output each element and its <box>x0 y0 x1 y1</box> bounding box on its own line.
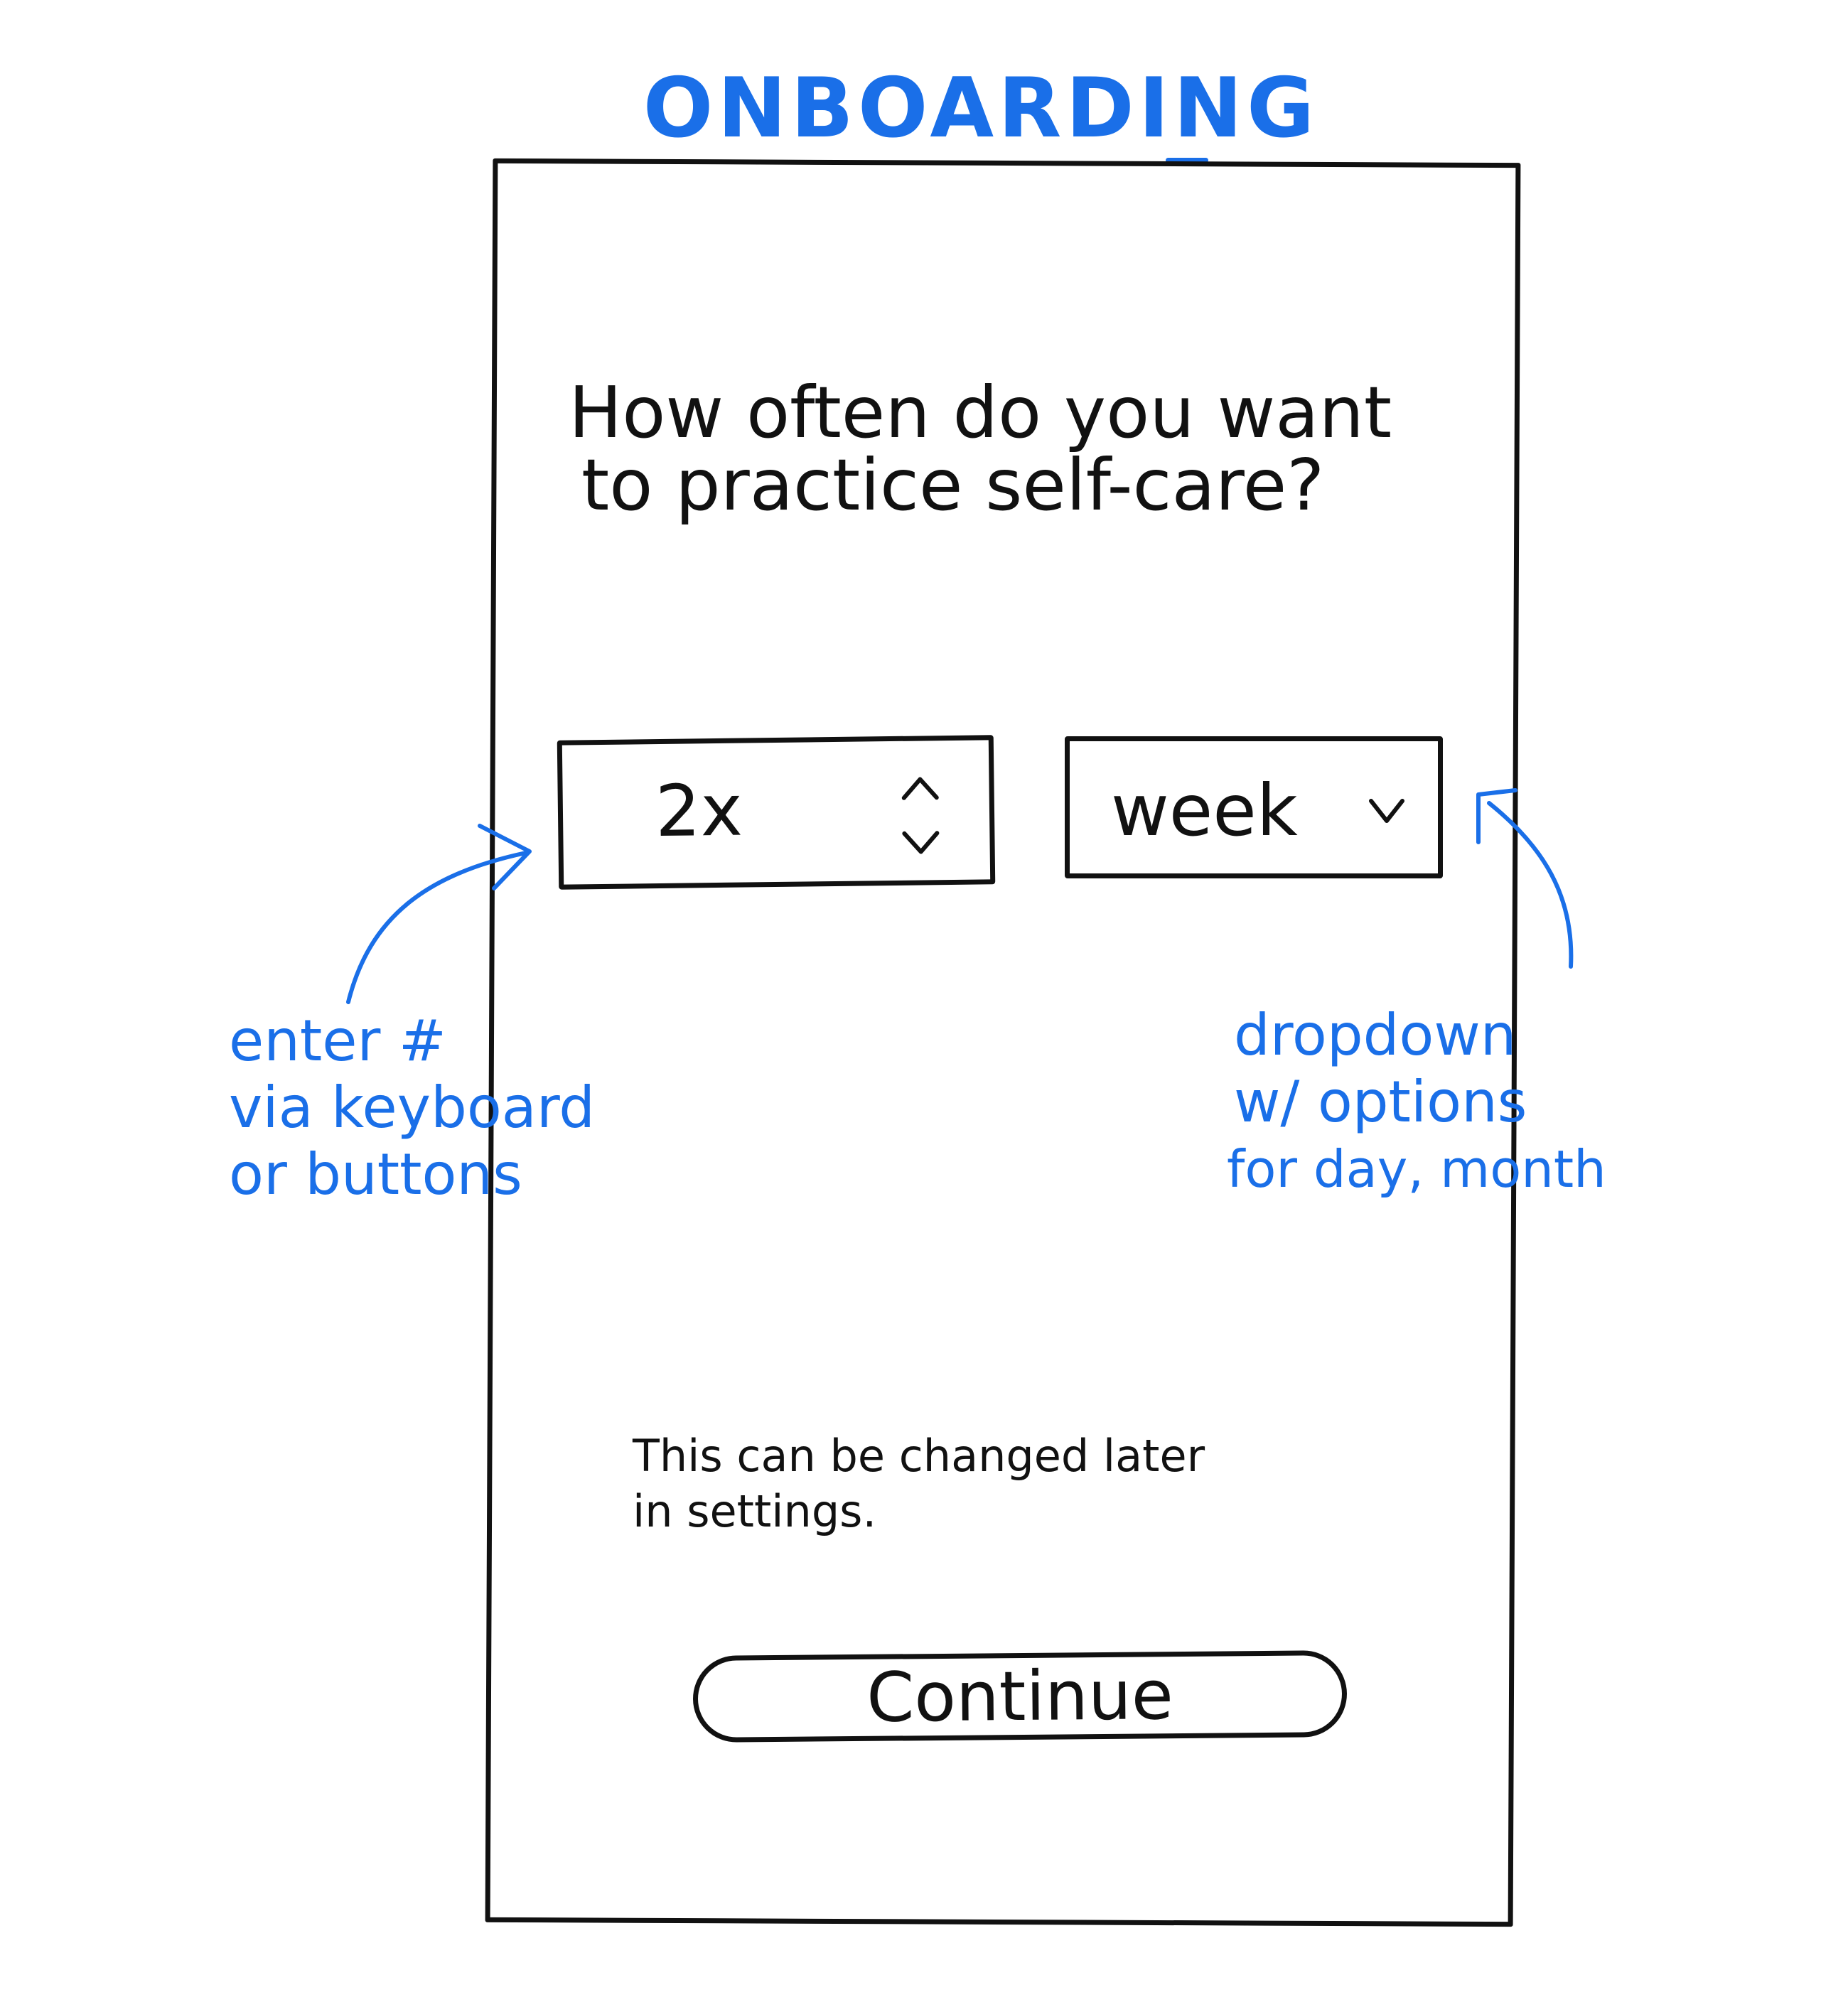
annotation-line: or buttons <box>229 1141 522 1207</box>
period-selected-value[interactable]: week <box>1111 769 1298 852</box>
note-line-1: This can be changed later <box>633 1430 1205 1482</box>
continue-button[interactable]: Continue <box>692 1649 1348 1743</box>
annotation-stepper: enter # via keyboard or buttons <box>229 1008 684 1208</box>
page-title: ONBOARDING <box>643 60 1319 156</box>
annotation-dropdown: dropdown w/ options for day, month <box>1227 1002 1660 1202</box>
decrement-arrow <box>902 831 940 854</box>
frequency-value[interactable]: 2x <box>655 768 743 854</box>
annotation-line: enter # <box>229 1008 446 1074</box>
question-line-2: to practice self-care? <box>581 443 1325 527</box>
annotation-line: dropdown <box>1234 1002 1517 1068</box>
question-line-1: How often do you want <box>569 371 1392 454</box>
period-dropdown[interactable]: week <box>1065 736 1443 878</box>
annotation-line: w/ options <box>1234 1069 1527 1135</box>
up-down-chevron-icon[interactable] <box>895 769 946 862</box>
note-line-2: in settings. <box>633 1485 877 1537</box>
onboarding-question: How often do you want to practice self-c… <box>569 377 1422 522</box>
annotation-line: for day, month <box>1227 1139 1606 1199</box>
frequency-stepper[interactable]: 2x <box>557 735 996 890</box>
chevron-down-icon[interactable] <box>1365 797 1408 825</box>
increment-arrow <box>901 777 939 800</box>
settings-note: This can be changed later in settings. <box>633 1428 1343 1539</box>
annotation-line: via keyboard <box>229 1075 596 1141</box>
title-underline <box>1166 158 1208 163</box>
